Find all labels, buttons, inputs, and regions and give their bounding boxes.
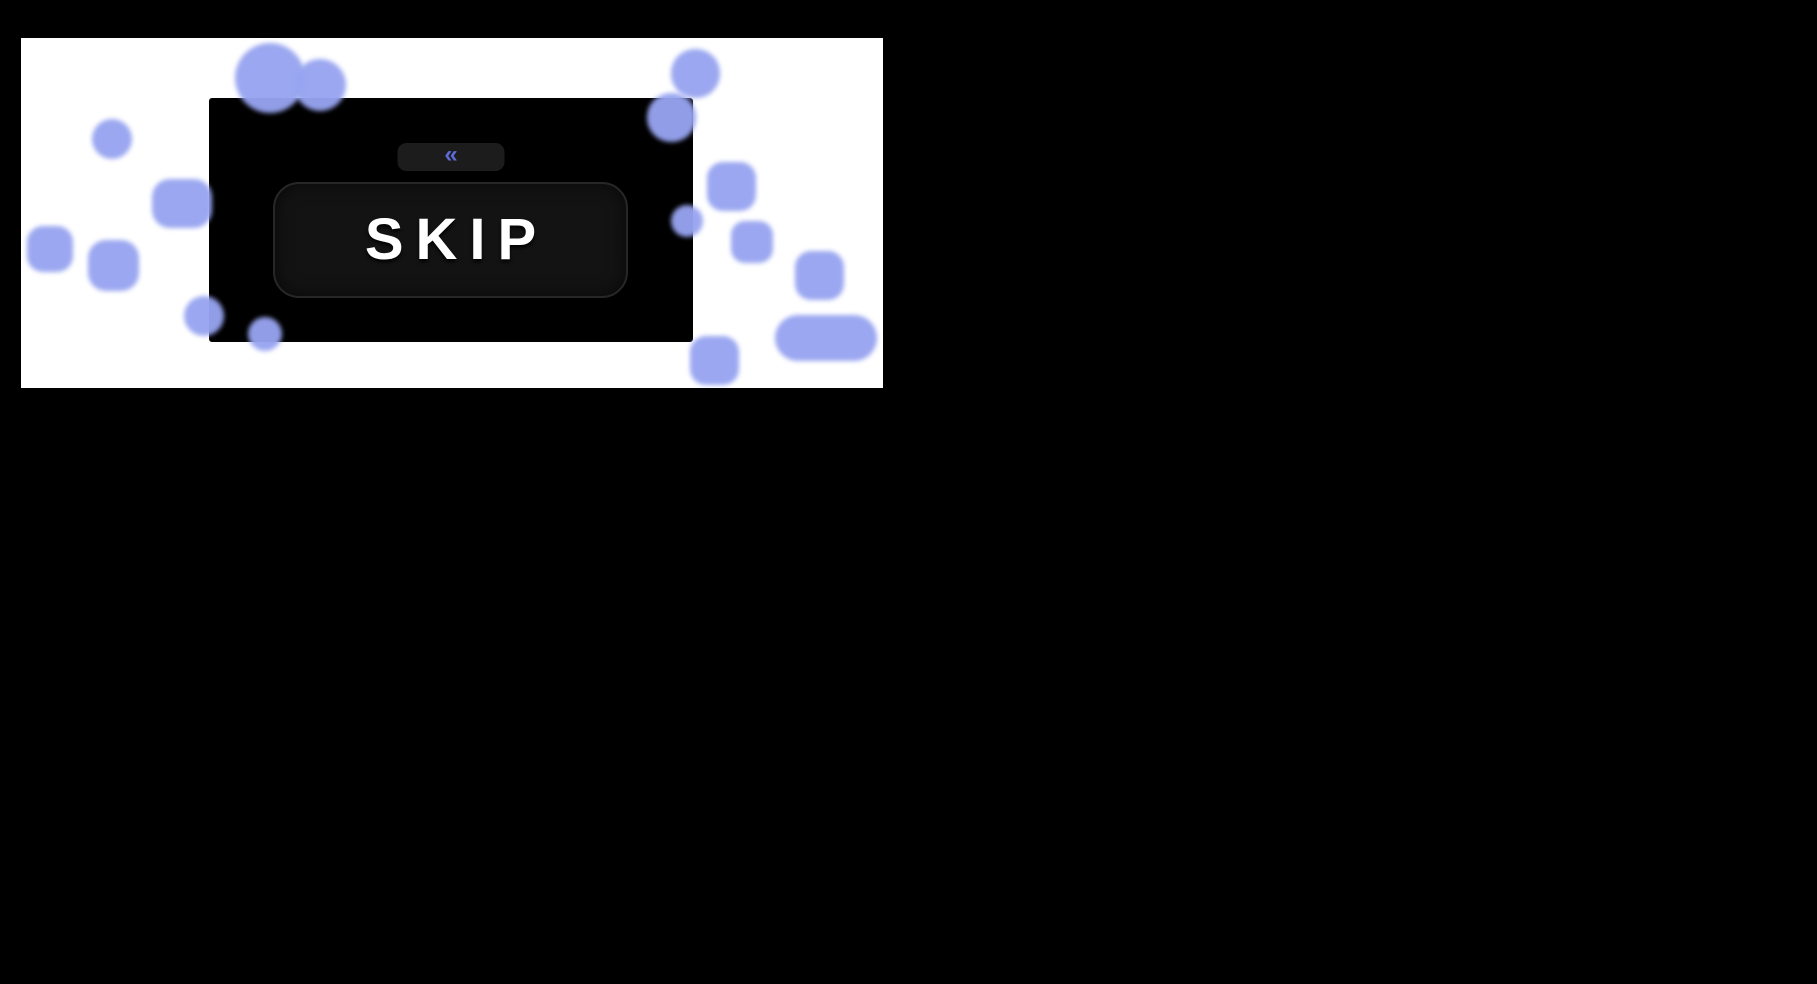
ink-blob — [795, 251, 844, 300]
ink-blob — [671, 49, 720, 98]
skip-button[interactable]: SKIP — [273, 182, 628, 298]
ink-blob — [775, 315, 877, 361]
ink-blob — [27, 226, 73, 272]
overlay-panel: « SKIP — [21, 38, 883, 388]
ink-blob — [88, 240, 139, 291]
ad-stage: « SKIP — [209, 98, 693, 342]
ink-blob — [92, 119, 132, 159]
ink-blob — [152, 179, 212, 228]
ink-blob — [731, 221, 773, 263]
ink-blob — [690, 336, 739, 385]
double-chevron-left-icon: « — [444, 141, 458, 168]
collapse-button[interactable]: « — [397, 141, 505, 171]
skip-button-label: SKIP — [364, 207, 549, 272]
ink-blob — [707, 162, 756, 211]
